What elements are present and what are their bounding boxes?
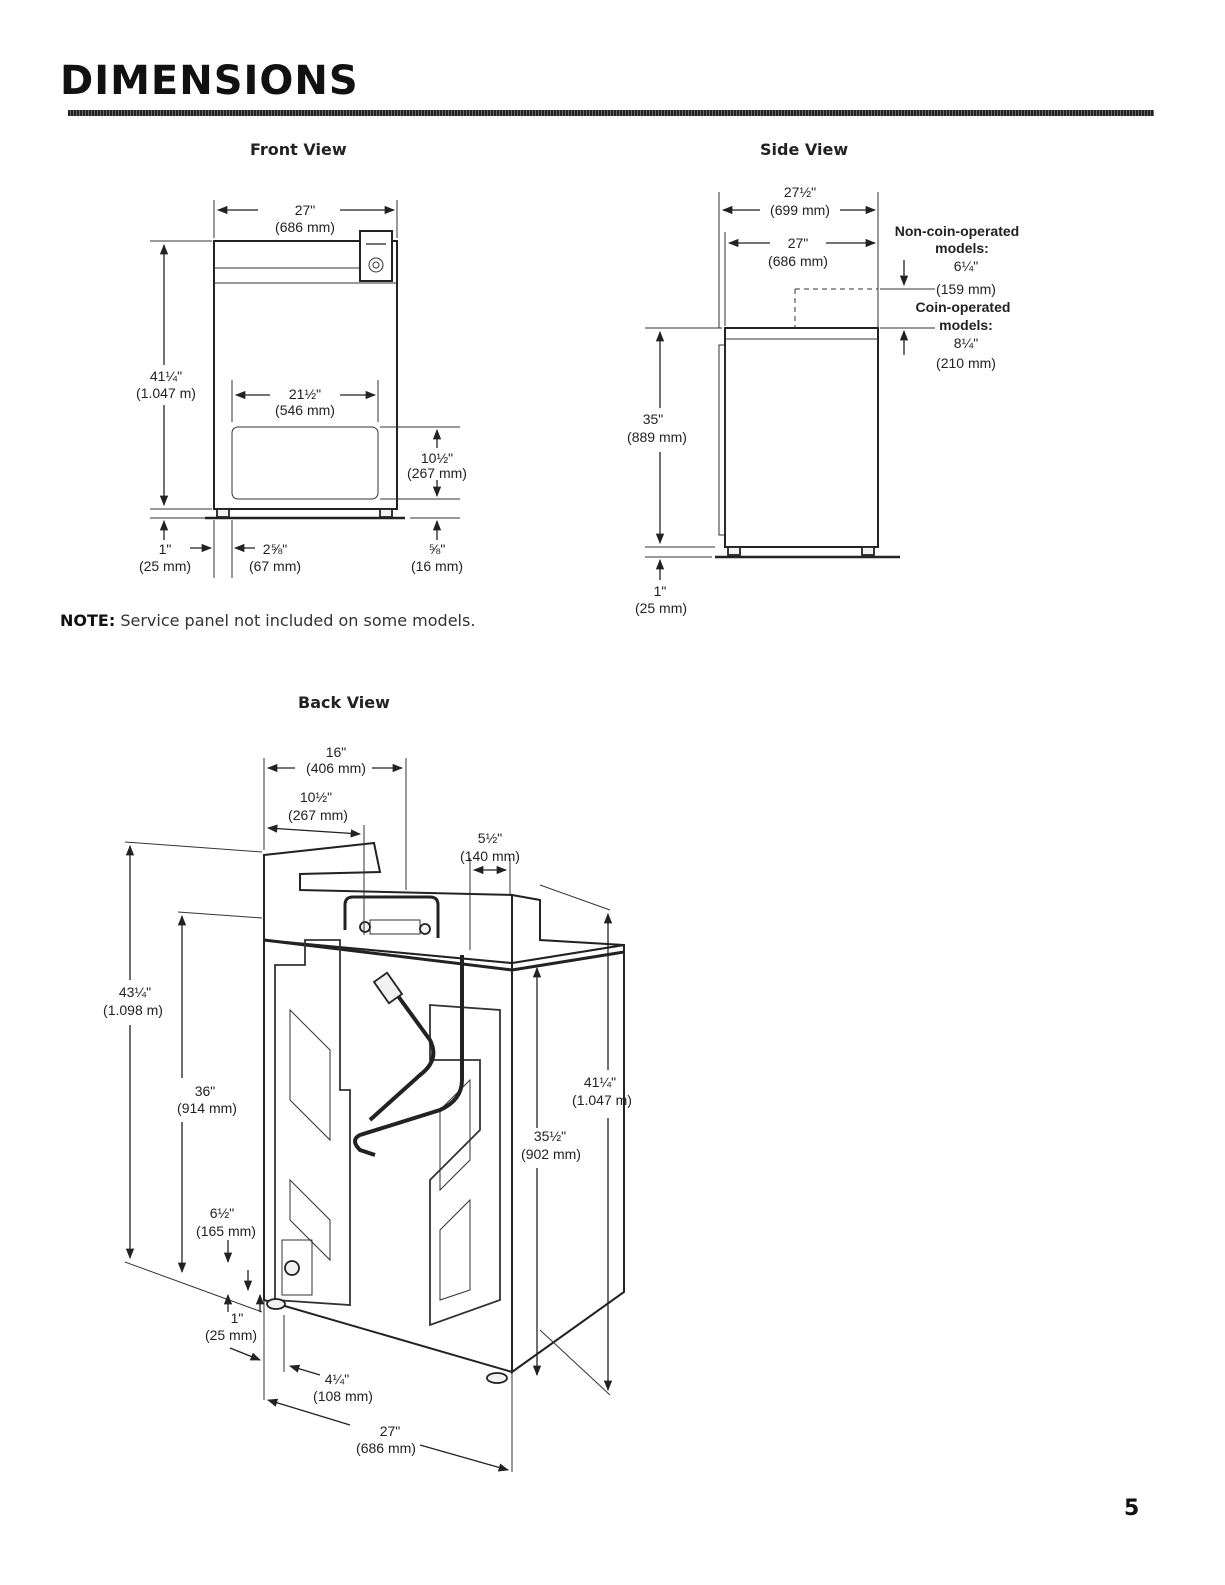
back-27in: 27" <box>380 1423 401 1439</box>
back-5-5in: 5½" <box>478 830 502 846</box>
side-noncoin-in: 6¼" <box>954 258 978 274</box>
back-console-side <box>511 893 625 965</box>
side-overall-in: 27½" <box>784 184 816 200</box>
front-view-label: Front View <box>250 140 347 159</box>
side-depth-in: 27" <box>788 235 809 251</box>
side-height-in: 35" <box>643 411 664 427</box>
front-door-width-in: 21½" <box>289 386 321 402</box>
side-coin-mm: (210 mm) <box>936 355 996 371</box>
back-686mm: (686 mm) <box>356 1440 416 1456</box>
side-view-label: Side View <box>760 140 849 159</box>
back-25mm: (25 mm) <box>205 1327 257 1343</box>
front-foot-height-mm: (25 mm) <box>139 558 191 574</box>
back-108mm: (108 mm) <box>313 1388 373 1404</box>
front-door-width-mm: (546 mm) <box>275 402 335 418</box>
back-41-25in: 41¼" <box>584 1074 616 1090</box>
side-cabinet <box>724 327 879 548</box>
side-coin-title-1: Coin-operated <box>916 299 1011 315</box>
page-number: 5 <box>1124 1496 1140 1521</box>
back-165mm: (165 mm) <box>196 1223 256 1239</box>
side-noncoin-title-1: Non-coin-operated <box>895 223 1019 239</box>
back-406mm: (406 mm) <box>306 760 366 776</box>
back-1047m: (1.047 m) <box>572 1092 632 1108</box>
front-width-mm: (686 mm) <box>275 219 335 235</box>
back-1098m: (1.098 m) <box>103 1002 163 1018</box>
front-base-in: ⅝" <box>429 541 446 557</box>
front-foot-offset-mm: (67 mm) <box>249 558 301 574</box>
side-coin-title-2: models: <box>939 317 993 333</box>
back-cabinet-face <box>263 938 513 1374</box>
side-overall-mm: (699 mm) <box>770 202 830 218</box>
front-coin-box <box>359 230 393 282</box>
side-noncoin-mm: (159 mm) <box>936 281 996 297</box>
front-base-mm: (16 mm) <box>411 558 463 574</box>
back-36in: 36" <box>195 1083 216 1099</box>
note-text: Service panel not included on some model… <box>115 611 476 630</box>
back-6-5in: 6½" <box>210 1205 234 1221</box>
front-service-panel <box>231 426 379 500</box>
back-1in: 1" <box>231 1310 244 1326</box>
front-view-drawing: 27" (686 mm) 41¼" (1.047 m) 21½" (546 mm… <box>136 200 467 578</box>
side-foot-mm: (25 mm) <box>635 600 687 616</box>
back-902mm: (902 mm) <box>521 1146 581 1162</box>
front-width-in: 27" <box>295 202 316 218</box>
note-label: NOTE: <box>60 611 116 630</box>
back-10-5in: 10½" <box>300 789 332 805</box>
back-35-5in: 35½" <box>534 1128 566 1144</box>
back-4-25in: 4¼" <box>325 1371 349 1387</box>
front-foot-height-in: 1" <box>159 541 172 557</box>
front-door-height-in: 10½" <box>421 450 453 466</box>
back-267mm: (267 mm) <box>288 807 348 823</box>
front-height-in: 41¼" <box>150 368 182 384</box>
side-noncoin-title-2: models: <box>935 240 989 256</box>
service-panel-note: NOTE: Service panel not included on some… <box>60 611 475 630</box>
back-console <box>263 841 513 965</box>
title-rule <box>68 110 1154 116</box>
back-view-drawing: 16" (406 mm) 10½" (267 mm) 5½" (140 mm) … <box>103 744 632 1472</box>
front-height-mm: (1.047 m) <box>136 385 196 401</box>
front-cabinet <box>213 240 398 510</box>
page-title: DIMENSIONS <box>60 58 359 104</box>
back-view-label: Back View <box>298 693 390 712</box>
back-power-plug <box>372 971 404 1005</box>
side-foot-in: 1" <box>654 583 667 599</box>
side-depth-mm: (686 mm) <box>768 253 828 269</box>
back-43-25in: 43¼" <box>119 984 151 1000</box>
back-914mm: (914 mm) <box>177 1100 237 1116</box>
side-coin-in: 8¼" <box>954 335 978 351</box>
side-height-mm: (889 mm) <box>627 429 687 445</box>
back-16in: 16" <box>326 744 347 760</box>
front-door-height-mm: (267 mm) <box>407 465 467 481</box>
back-140mm: (140 mm) <box>460 848 520 864</box>
side-view-drawing: 27½" (699 mm) 27" (686 mm) 35" (889 mm) … <box>627 184 1019 616</box>
front-foot-offset-in: 2⅝" <box>263 541 287 557</box>
